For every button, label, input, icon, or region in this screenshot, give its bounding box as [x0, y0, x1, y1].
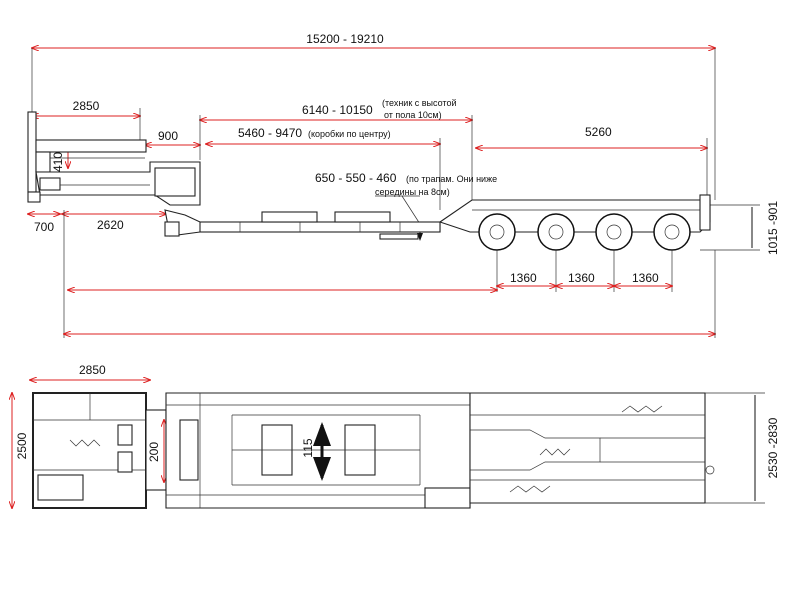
deck-length-tech-note-1: (техник с высотой: [382, 98, 456, 108]
kingpin-box-label: 200: [147, 442, 161, 462]
gooseneck-top: [32, 392, 147, 509]
front-width-label: 2500: [15, 432, 29, 459]
lowbed-deck: [164, 209, 441, 240]
deck-height-note-1: (по трапам. Они ниже: [406, 174, 497, 184]
wheel-3: [595, 213, 633, 251]
axle-spacing-2-label: 1360: [568, 271, 595, 285]
wheel-4: [653, 213, 691, 251]
kingpin-to-deck-label: 2620: [97, 218, 124, 232]
deck-length-tech-note-2: от пола 10см): [384, 110, 442, 120]
gooseneck-length-label: 2850: [73, 99, 100, 113]
rear-width-label: 2530 -2830: [766, 417, 780, 478]
rear-height-label: 1015 -901: [766, 201, 780, 255]
gooseneck-height-label: 410: [51, 152, 65, 172]
front-overhang-label: 700: [34, 220, 54, 234]
deck-height-label: 650 - 550 - 460: [315, 171, 397, 185]
gooseneck: [27, 111, 201, 206]
axle-spacing-1-label: 1360: [510, 271, 537, 285]
deck-length-tech-label: 6140 - 10150: [302, 103, 373, 117]
wheel-2: [537, 213, 575, 251]
top-gooseneck-length-label: 2850: [79, 363, 106, 377]
gooseneck-gap-label: 900: [158, 129, 178, 143]
overall-length-label: 15200 - 19210: [306, 32, 384, 46]
axle-spacing-3-label: 1360: [632, 271, 659, 285]
rear-top: [469, 392, 715, 504]
deck-gap-label: 115: [301, 438, 315, 457]
deck-length-boxes-note: (коробки по центру): [308, 129, 391, 139]
deck-length-boxes-label: 5460 - 9470: [238, 126, 302, 140]
frame-top: [165, 392, 471, 509]
rear-section-label: 5260: [585, 125, 612, 139]
top-view: 2850 2500 200: [12, 363, 780, 509]
wheel-1: [478, 213, 516, 251]
side-view: 15200 - 19210 2850 900 410 700 2620 6140…: [28, 32, 780, 338]
deck-height-note-2: середины на 8см): [375, 187, 450, 197]
